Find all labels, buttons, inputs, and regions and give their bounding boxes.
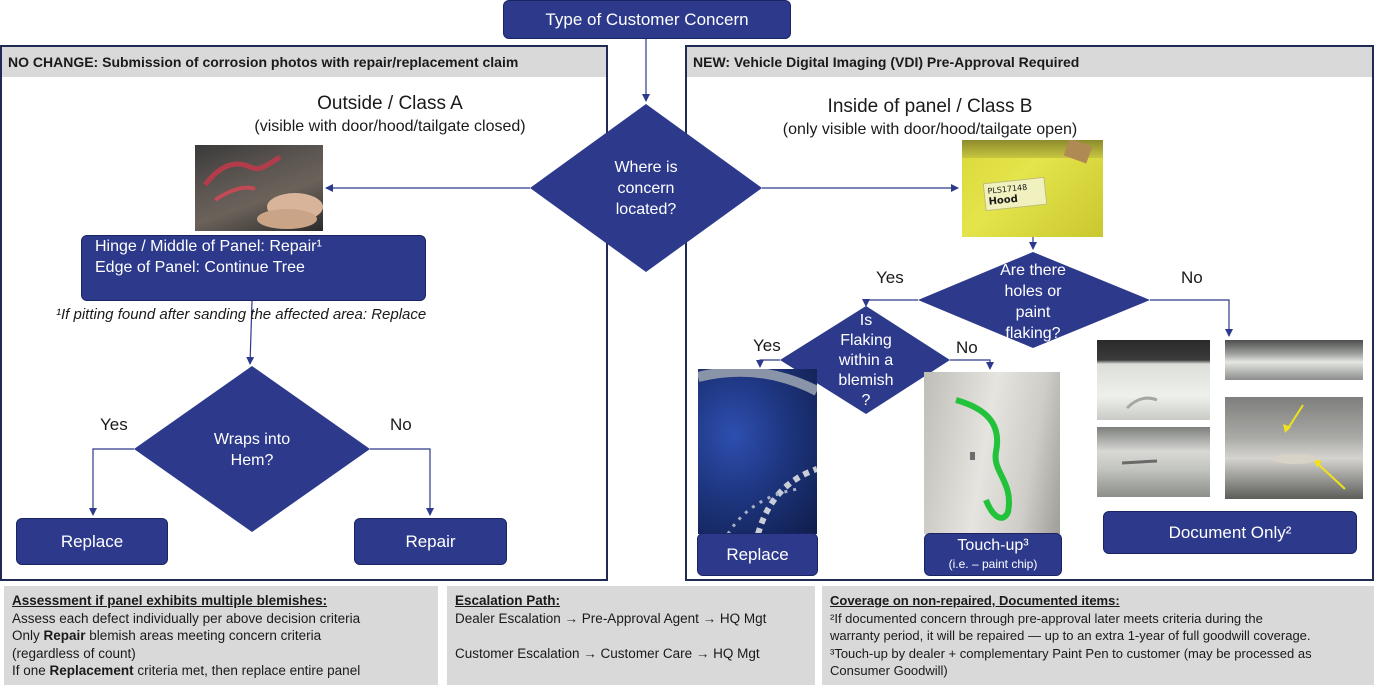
- assessment-line3: (regardless of count): [12, 645, 136, 661]
- flaking-no-label: No: [956, 338, 978, 357]
- top-title-box: Type of Customer Concern: [503, 0, 791, 39]
- coverage-line1: ²If documented concern through pre-appro…: [830, 610, 1263, 626]
- wraps-hem-line2: Hem?: [230, 452, 274, 469]
- hood-tag: PLS17148 Hood: [982, 176, 1048, 212]
- assessment-box: Assessment if panel exhibits multiple bl…: [4, 586, 438, 685]
- center-decision-diamond: [530, 104, 762, 272]
- left-no-label: No: [390, 415, 412, 434]
- flaking-text: Is Flaking within a blemish ?: [826, 310, 906, 412]
- repair-box-line2: Edge of Panel: Continue Tree: [95, 259, 305, 276]
- outside-corrosion-photo: [195, 145, 323, 231]
- flaking-line3: within a: [838, 352, 894, 369]
- left-replace-label: Replace: [60, 531, 124, 551]
- flaking-yes-label: Yes: [753, 336, 781, 355]
- assessment-line2-bold: Repair: [43, 628, 86, 643]
- escalation-spacer: [455, 627, 807, 645]
- left-panel: NO CHANGE: Submission of corrosion photo…: [0, 45, 608, 581]
- right-replace-box: Replace: [697, 533, 818, 576]
- right-panel-header: NEW: Vehicle Digital Imaging (VDI) Pre-A…: [687, 47, 1372, 77]
- escalation-title: Escalation Path:: [455, 593, 561, 608]
- top-title: Type of Customer Concern: [545, 9, 749, 29]
- assessment-line2-pre: Only: [12, 628, 44, 643]
- left-replace-box: Replace: [16, 518, 168, 565]
- assessment-line2: Only Repair blemish areas meeting concer…: [12, 627, 430, 645]
- document-photo-bottom-left: [1097, 427, 1210, 497]
- assessment-line2-post: blemish areas meeting concern criteria: [85, 628, 322, 643]
- right-no-label: No: [1181, 268, 1203, 287]
- repair-box-line1: Hinge / Middle of Panel: Repair¹: [95, 238, 322, 255]
- document-photo-bottom-right: [1225, 397, 1363, 499]
- right-class-subtitle: (only visible with door/hood/tailgate op…: [782, 121, 1078, 138]
- wraps-hem-text: Wraps into Hem?: [192, 428, 312, 472]
- assessment-line4-bold: Replacement: [49, 663, 134, 678]
- center-decision-line2: concern: [617, 179, 675, 197]
- flaking-blue-photo: [698, 369, 817, 534]
- escalation-line1: Dealer Escalation → Pre-Approval Agent →…: [455, 610, 767, 626]
- assessment-title: Assessment if panel exhibits multiple bl…: [12, 593, 328, 608]
- inside-hood-photo: PLS17148 Hood: [962, 140, 1103, 237]
- document-only-label: Document Only²: [1168, 522, 1292, 542]
- coverage-box: Coverage on non-repaired, Documented ite…: [822, 586, 1374, 685]
- left-class-title: Outside / Class A: [317, 93, 463, 114]
- document-photo-top-left: [1097, 340, 1210, 420]
- pitting-footnote: ¹If pitting found after sanding the affe…: [56, 306, 427, 323]
- left-repair-label: Repair: [405, 531, 456, 551]
- holes-line4: flaking?: [1005, 325, 1061, 342]
- coverage-title: Coverage on non-repaired, Documented ite…: [830, 593, 1120, 608]
- center-decision-line3: located?: [615, 200, 677, 218]
- left-repair-box: Repair: [354, 518, 507, 565]
- flaking-line1: Is: [859, 312, 873, 329]
- left-class-subtitle: (visible with door/hood/tailgate closed): [254, 118, 526, 135]
- assessment-line4-post: criteria met, then replace entire panel: [133, 663, 361, 678]
- holes-line2: holes or: [1004, 283, 1062, 300]
- left-yes-label: Yes: [100, 415, 128, 434]
- coverage-line2: warranty period, it will be repaired — u…: [830, 628, 1311, 643]
- touchup-green-photo: [924, 372, 1060, 534]
- flaking-line2: Flaking: [840, 332, 892, 349]
- holes-flaking-text: Are there holes or paint flaking?: [985, 260, 1081, 344]
- flaking-line5: ?: [861, 392, 871, 409]
- assessment-line1: Assess each defect individually per abov…: [12, 610, 361, 626]
- assessment-line4-pre: If one: [12, 663, 50, 678]
- right-panel: NEW: Vehicle Digital Imaging (VDI) Pre-A…: [685, 45, 1374, 581]
- coverage-line4: Consumer Goodwill): [830, 663, 948, 678]
- center-decision-text: Where is concern located?: [590, 150, 702, 226]
- escalation-box: Escalation Path: Dealer Escalation → Pre…: [447, 586, 815, 685]
- touchup-box: Touch-up³ (i.e. – paint chip): [924, 533, 1062, 576]
- holes-line1: Are there: [1000, 262, 1066, 279]
- repair-or-continue-box: Hinge / Middle of Panel: Repair¹ Edge of…: [81, 235, 426, 301]
- holes-decision-diamond: [918, 252, 1150, 348]
- flaking-decision-diamond: [780, 306, 950, 414]
- center-decision-line1: Where is: [614, 158, 678, 176]
- holes-line3: paint: [1015, 304, 1051, 321]
- document-photo-top-right: [1225, 340, 1363, 380]
- flaking-line4: blemish: [838, 372, 894, 389]
- document-only-box: Document Only²: [1103, 511, 1357, 554]
- right-yes-label: Yes: [876, 268, 904, 287]
- touchup-sublabel: (i.e. – paint chip): [948, 556, 1038, 571]
- right-class-title: Inside of panel / Class B: [827, 96, 1033, 117]
- touchup-label: Touch-up³: [957, 536, 1029, 554]
- assessment-line4: If one Replacement criteria met, then re…: [12, 662, 430, 680]
- escalation-line2: Customer Escalation → Customer Care → HQ…: [455, 645, 760, 661]
- coverage-line3: ³Touch-up by dealer + complementary Pain…: [830, 645, 1312, 661]
- wraps-hem-line1: Wraps into: [213, 431, 291, 448]
- right-replace-label: Replace: [726, 544, 789, 564]
- left-decision-diamond: [134, 366, 370, 532]
- left-panel-header: NO CHANGE: Submission of corrosion photo…: [2, 47, 606, 77]
